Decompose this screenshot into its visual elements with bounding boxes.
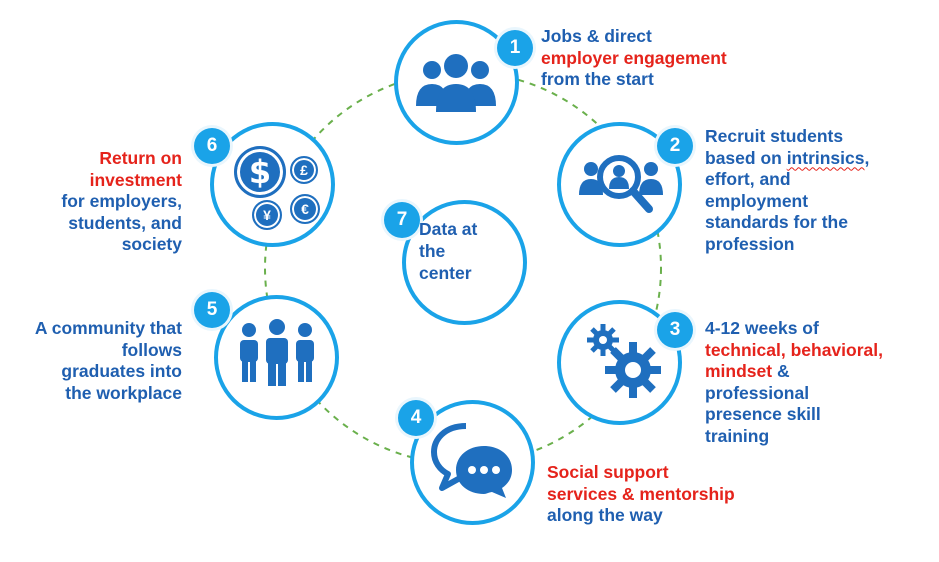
euro-coin-icon: €	[290, 194, 320, 224]
step-4-badge: 4	[398, 400, 434, 436]
step-2-label: Recruit students based on intrinsics, ef…	[705, 126, 870, 254]
step-7-circle	[402, 200, 527, 325]
step-6-label: Return on investment for employers, stud…	[61, 148, 182, 254]
chat-bubbles-icon	[431, 423, 512, 498]
search-person-icon	[579, 155, 663, 213]
currency-coins-icon: $ £ ¥ €	[228, 142, 324, 232]
step-4-label: Social support services & mentorship alo…	[547, 462, 735, 525]
gears-icon	[587, 324, 661, 398]
people-group-icon	[416, 54, 496, 112]
step-5-label: A community that follows graduates into …	[34, 318, 182, 403]
dollar-coin-icon: $	[234, 146, 286, 198]
step-1-circle	[394, 20, 519, 145]
pound-coin-icon: £	[290, 156, 318, 184]
step-7-badge: 7	[384, 202, 420, 238]
step-2-badge: 2	[657, 128, 693, 164]
step-1-badge: 1	[497, 30, 533, 66]
step-6-badge: 6	[194, 128, 230, 164]
community-people-icon	[240, 319, 314, 386]
step-3-badge: 3	[657, 312, 693, 348]
center-label: Data at the center	[419, 219, 478, 283]
step-3-label: 4-12 weeks of technical, behavioral, min…	[705, 318, 883, 446]
yen-coin-icon: ¥	[252, 200, 282, 230]
step-1-label: Jobs & direct employer engagement from t…	[541, 26, 727, 89]
step-5-badge: 5	[194, 292, 230, 328]
